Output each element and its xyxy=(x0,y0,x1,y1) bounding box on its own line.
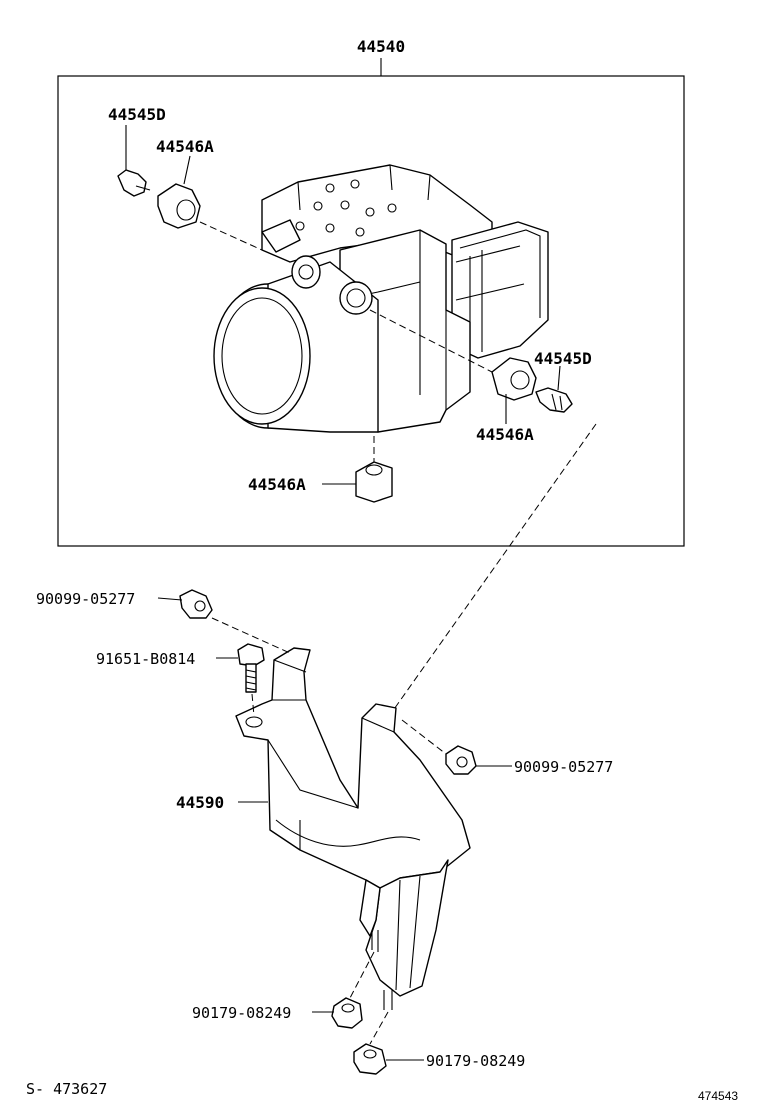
bracket-44590 xyxy=(235,647,471,997)
nut-90099-05277-right xyxy=(445,745,477,775)
bolt-91651-b0814 xyxy=(237,643,265,693)
label-nut-right: 90099-05277 xyxy=(514,758,613,776)
nut-90099-05277-left xyxy=(179,589,213,619)
label-cushion-bottom: 44546A xyxy=(248,475,306,494)
label-cushion-right: 44546A xyxy=(476,425,534,444)
footer-right-code: 474543 xyxy=(698,1089,738,1103)
nut-90179-08249-1 xyxy=(331,997,363,1029)
label-nut-lower-1: 90179-08249 xyxy=(192,1004,291,1022)
assembly-label: 44540 xyxy=(357,37,405,56)
label-nut-left: 90099-05277 xyxy=(36,590,135,608)
label-bolt-bracket: 91651-B0814 xyxy=(96,650,195,668)
abs-actuator xyxy=(213,164,549,433)
nut-90179-08249-2 xyxy=(353,1043,387,1075)
cushion-44546a-bottom xyxy=(355,461,393,503)
bolt-44545d-top-left xyxy=(117,169,151,197)
label-nut-lower-2: 90179-08249 xyxy=(426,1052,525,1070)
label-bolt-right: 44545D xyxy=(534,349,592,368)
cushion-44546a-top-left xyxy=(157,183,201,229)
label-bracket: 44590 xyxy=(176,793,224,812)
assembly-frame xyxy=(57,75,685,547)
label-bolt-top-left: 44545D xyxy=(108,105,166,124)
label-cushion-top-left: 44546A xyxy=(156,137,214,156)
cushion-44546a-right xyxy=(491,357,537,401)
bolt-44545d-right xyxy=(535,387,573,413)
footer-left-code: S- 473627 xyxy=(26,1080,107,1098)
